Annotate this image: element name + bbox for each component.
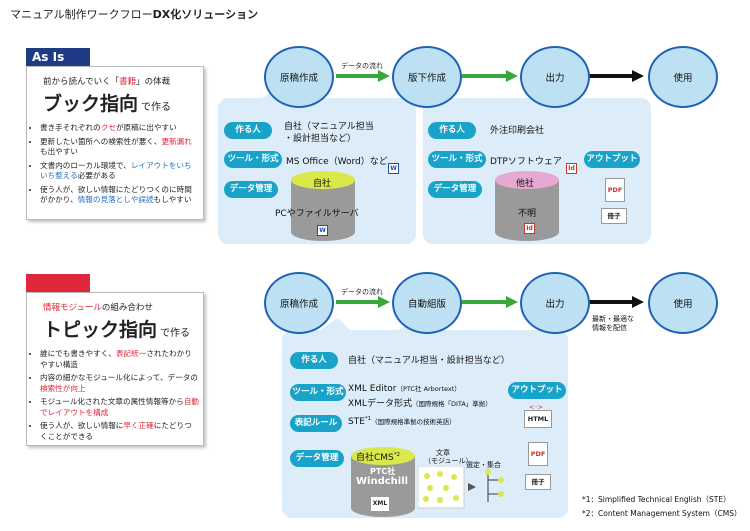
tobe-db-vendor: PTC社 bbox=[370, 467, 396, 476]
tobe-tool-1: XML Editor（PTC社 Arbortext） bbox=[348, 384, 461, 394]
asis-p1-db-sub: PCやファイルサーバ bbox=[275, 209, 359, 219]
asis-p2-pill-data: データ管理 bbox=[428, 181, 482, 198]
asis-p1-pill-data: データ管理 bbox=[224, 181, 278, 198]
page-title: マニュアル制作ワークフローDX化ソリューション bbox=[10, 8, 259, 21]
indesign-icon: Id bbox=[524, 223, 535, 234]
tobe-db-label: 自社CMS*2 bbox=[356, 452, 401, 463]
tobe-rule: STE*1（国際規格準拠の技術英語） bbox=[348, 416, 456, 427]
asis-p1-pill-tool: ツール・形式 bbox=[224, 151, 282, 168]
list-item: 誰にでも書きやすく、表記統一されたわかりやすい構造 bbox=[40, 349, 199, 370]
tobe-pill-tool: ツール・形式 bbox=[290, 384, 346, 401]
module-graphic bbox=[418, 466, 504, 509]
list-item: 更新したい箇所への検索性が悪く、更新漏れも出やすい bbox=[40, 137, 199, 158]
asis-node-draft: 原稿作成 bbox=[264, 46, 334, 108]
asis-bullets: 書き手それぞれのクセが原稿に出やすい 更新したい箇所への検索性が悪く、更新漏れも… bbox=[31, 123, 199, 209]
tobe-headline: トピック指向で作る bbox=[43, 319, 191, 341]
tobe-tag: To Be bbox=[26, 274, 90, 292]
tobe-bullets: 誰にでも書きやすく、表記統一されたわかりやすい構造 内容の細かなモジュール化によ… bbox=[31, 349, 199, 445]
asis-tag: As Is bbox=[26, 48, 90, 66]
xml-icon: XML bbox=[370, 496, 390, 512]
asis-p2-db-sub: 不明 bbox=[518, 209, 537, 219]
asis-p2-tool: DTPソフトウェア bbox=[490, 157, 562, 167]
asis-p2-db-label: 他社 bbox=[516, 179, 535, 189]
tobe-node-draft: 原稿作成 bbox=[264, 272, 334, 334]
asis-p2-pill-tool: ツール・形式 bbox=[428, 151, 486, 168]
module-label-2: （モジュール） bbox=[424, 457, 473, 465]
tobe-pill-rule: 表記ルール bbox=[290, 415, 342, 432]
asis-node-output: 出力 bbox=[520, 46, 590, 108]
list-item: 使う人が、欲しい情報にたどりつくのに時間がかかり、情報の見落としや誤読もしやすい bbox=[40, 185, 199, 206]
asis-p2-pill-output: アウトプット bbox=[584, 151, 640, 168]
booklet-icon: 冊子 bbox=[601, 208, 627, 224]
tobe-node-use: 使用 bbox=[648, 272, 718, 334]
module-select-label: 選定・集合 bbox=[466, 461, 501, 469]
tobe-tool-2: XMLデータ形式（国際規格「DITA」準拠） bbox=[348, 399, 492, 409]
tobe-lead: 情報モジュールの組み合わせ bbox=[43, 303, 153, 313]
asis-p1-db-label: 自社 bbox=[313, 179, 332, 189]
tobe-arrow-label-1: 最新・最適な bbox=[592, 315, 634, 323]
booklet-icon: 冊子 bbox=[525, 474, 551, 490]
asis-p2-pill-author: 作る人 bbox=[428, 122, 476, 139]
word-icon: W bbox=[388, 163, 399, 174]
pdf-icon: PDF bbox=[605, 178, 625, 202]
asis-node-prepress: 版下作成 bbox=[392, 46, 462, 108]
list-item: モジュール化された文章の属性情報等から自動でレイアウトを構成 bbox=[40, 397, 199, 418]
tobe-author: 自社（マニュアル担当・設計担当など） bbox=[348, 356, 510, 366]
pdf-icon: PDF bbox=[528, 442, 548, 466]
module-label-1: 文章 bbox=[436, 449, 450, 457]
list-item: 文書内のローカル環境で、レイアウトをいちいち整える必要がある bbox=[40, 161, 199, 182]
tobe-pill-author: 作る人 bbox=[290, 352, 338, 369]
asis-headline: ブック指向で作る bbox=[43, 93, 172, 115]
tobe-node-output: 出力 bbox=[520, 272, 590, 334]
word-icon: W bbox=[317, 225, 328, 236]
asis-lead: 前から読んでいく「書籍」の体裁 bbox=[43, 77, 171, 87]
footnote-1: *1：Simplified Technical English（STE） bbox=[582, 495, 731, 504]
tobe-db-product: Windchill bbox=[356, 476, 409, 487]
asis-p1-tool: MS Office（Word）など bbox=[286, 157, 388, 167]
asis-p1-pill-author: 作る人 bbox=[224, 122, 272, 139]
tobe-flow-label: データの流れ bbox=[341, 288, 383, 296]
html-icon: HTML bbox=[524, 410, 552, 428]
list-item: 内容の細かなモジュール化によって、データの検索性が向上 bbox=[40, 373, 199, 394]
tobe-node-autotypeset: 自動組版 bbox=[392, 272, 462, 334]
footnote-2: *2：Content Management System（CMS） bbox=[582, 509, 742, 518]
tobe-pill-output: アウトプット bbox=[508, 382, 566, 399]
asis-flow-label: データの流れ bbox=[341, 62, 383, 70]
html-tag-glyph: <··> bbox=[529, 404, 543, 411]
database-icon bbox=[291, 171, 355, 241]
indesign-icon: Id bbox=[566, 163, 577, 174]
list-item: 書き手それぞれのクセが原稿に出やすい bbox=[40, 123, 199, 134]
asis-p1-author-1: 自社（マニュアル担当 bbox=[284, 122, 374, 132]
tobe-arrow-label-2: 情報を配信 bbox=[592, 324, 627, 332]
list-item: 使う人が、欲しい情報に早く正確にたどりつくことができる bbox=[40, 421, 199, 442]
asis-node-use: 使用 bbox=[648, 46, 718, 108]
asis-p2-author: 外注印刷会社 bbox=[490, 126, 545, 136]
asis-p1-author-2: ・設計担当など） bbox=[284, 134, 357, 144]
tobe-pill-data: データ管理 bbox=[290, 450, 344, 467]
